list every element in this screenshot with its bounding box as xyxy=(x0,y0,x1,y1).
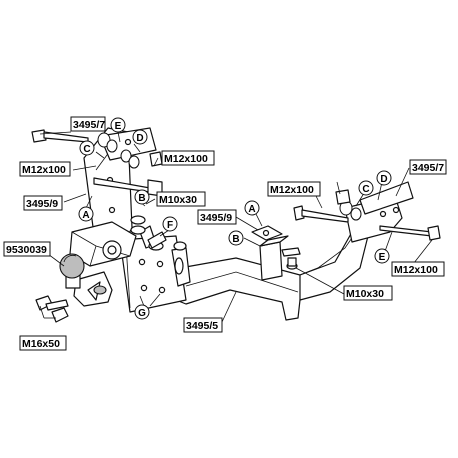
svg-text:3495/5: 3495/5 xyxy=(186,320,218,332)
label-3495-5: 3495/5 xyxy=(183,317,223,333)
right-small-parts xyxy=(281,247,301,270)
label-m10x30-left: M10x30 xyxy=(156,191,206,207)
svg-text:M10x30: M10x30 xyxy=(346,288,384,300)
label-9530039: 9530039 xyxy=(3,241,51,257)
callout-d-right: D xyxy=(376,170,392,186)
svg-text:3495/7: 3495/7 xyxy=(412,162,444,174)
svg-text:3495/9: 3495/9 xyxy=(26,198,58,210)
svg-text:D: D xyxy=(380,174,387,185)
callout-f: F xyxy=(162,216,178,232)
label-3495-9-left: 3495/9 xyxy=(23,195,63,211)
svg-text:3495/7: 3495/7 xyxy=(73,119,105,131)
svg-text:B: B xyxy=(138,193,145,204)
svg-text:E: E xyxy=(115,121,122,132)
svg-text:C: C xyxy=(83,144,90,155)
receiver-box xyxy=(69,221,137,267)
callout-a-left: A xyxy=(78,206,94,222)
svg-text:C: C xyxy=(362,184,369,195)
svg-text:M12x100: M12x100 xyxy=(22,164,66,176)
right-bolt-set xyxy=(293,189,441,241)
svg-text:9530039: 9530039 xyxy=(6,244,47,256)
svg-text:B: B xyxy=(232,234,239,245)
callout-e-left: E xyxy=(110,117,126,133)
svg-text:D: D xyxy=(136,133,143,144)
callout-c-left: C xyxy=(79,140,95,156)
callout-d-left: D xyxy=(132,129,148,145)
label-3495-9-right: 3495/9 xyxy=(197,209,237,225)
callout-b-right: B xyxy=(228,230,244,246)
svg-text:M12x100: M12x100 xyxy=(270,184,314,196)
callout-b-left: B xyxy=(134,189,150,205)
label-3495-7-left: 3495/7 xyxy=(70,116,106,132)
right-spacer-post xyxy=(251,225,289,281)
svg-text:A: A xyxy=(82,210,89,221)
label-3495-7-right: 3495/7 xyxy=(409,159,447,175)
svg-text:M12x100: M12x100 xyxy=(394,264,438,276)
svg-text:M12x100: M12x100 xyxy=(164,153,208,165)
svg-text:3495/9: 3495/9 xyxy=(200,212,232,224)
label-m12x100-right-a: M12x100 xyxy=(267,181,321,197)
svg-text:F: F xyxy=(167,220,173,231)
label-m10x30-right: M10x30 xyxy=(343,285,393,301)
label-m12x100-left-b: M12x100 xyxy=(161,150,215,166)
tow-ball xyxy=(59,253,113,307)
svg-text:A: A xyxy=(248,204,255,215)
callout-c-right: C xyxy=(358,180,374,196)
svg-text:G: G xyxy=(138,308,146,319)
callout-e-right: E xyxy=(374,248,390,264)
cross-beam xyxy=(175,227,371,321)
plate-bolts xyxy=(130,215,187,251)
callout-g: G xyxy=(134,304,150,320)
svg-text:E: E xyxy=(379,252,386,263)
leader-lines xyxy=(39,131,433,323)
svg-text:M10x30: M10x30 xyxy=(159,194,197,206)
label-m16x50: M16x50 xyxy=(19,335,67,351)
label-m12x100-right-b: M12x100 xyxy=(391,261,445,277)
callout-a-right: A xyxy=(244,200,260,216)
label-m12x100-left-a: M12x100 xyxy=(19,161,71,177)
svg-text:M16x50: M16x50 xyxy=(22,338,60,350)
